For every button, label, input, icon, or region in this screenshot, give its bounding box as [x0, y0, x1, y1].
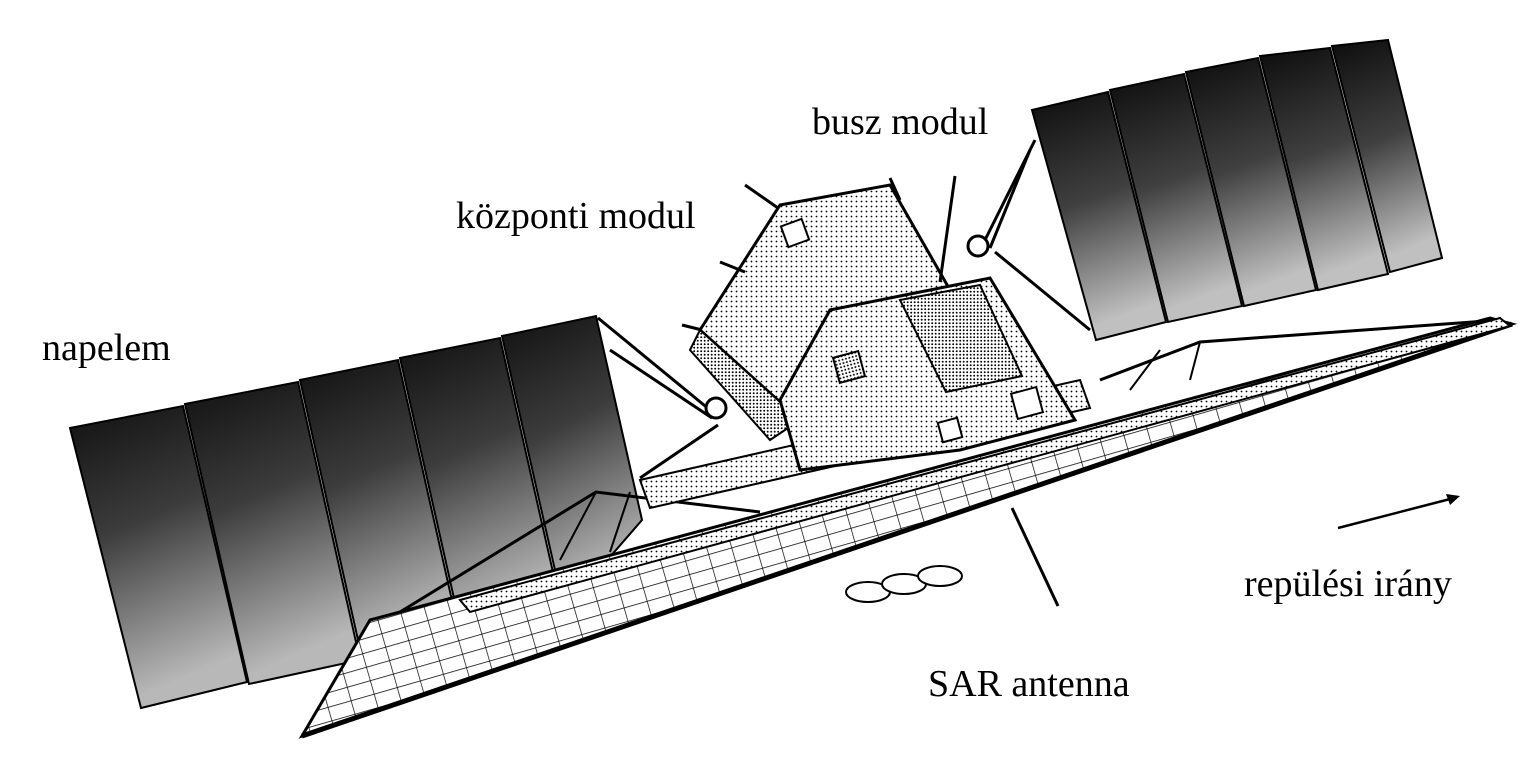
antenna-dishes [845, 565, 963, 603]
label-napelem: napelem [42, 327, 171, 369]
flight-direction-arrow [1337, 494, 1460, 530]
right-solar-array [966, 38, 1444, 342]
solar-cell [1330, 38, 1444, 274]
solar-cell [500, 314, 644, 613]
label-busz-modul: busz modul [812, 101, 988, 143]
solar-cell [1258, 46, 1390, 292]
array-hinge [704, 396, 728, 420]
label-repulesi-irany: repülési irány [1244, 563, 1452, 605]
central-module-body [681, 177, 953, 442]
label-sar-antenna: SAR antenna [928, 663, 1130, 705]
solar-cell [1030, 90, 1168, 342]
left-solar-array [68, 314, 728, 710]
label-kozponti-modul: központi modul [456, 195, 696, 237]
leader-line-sar-antenna [1010, 507, 1060, 607]
solar-cell [1108, 72, 1244, 324]
leader-line-bus-module [938, 175, 957, 283]
solar-cell [1184, 56, 1318, 308]
bus-module-body [778, 276, 1078, 472]
array-hinge [966, 234, 990, 258]
solar-cell [68, 404, 249, 710]
